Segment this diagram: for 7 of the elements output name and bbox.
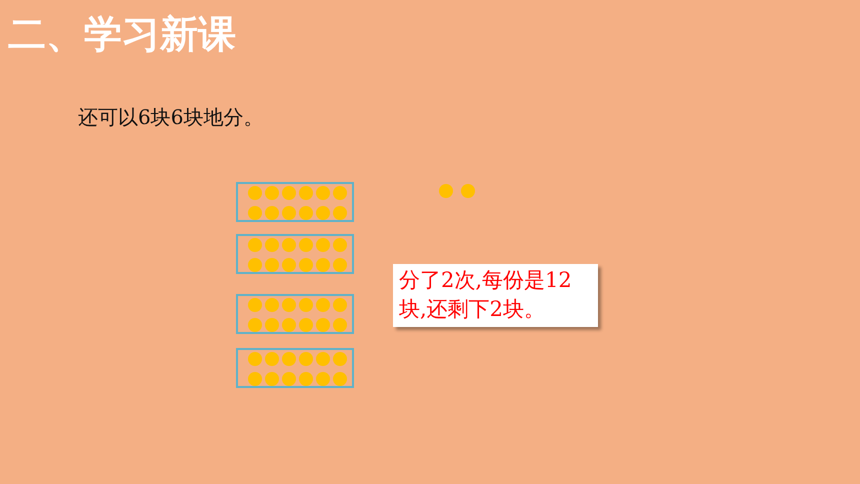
instruction-text: 还可以6块6块地分。 (78, 104, 264, 131)
note-box: 分了2次,每份是12块,还剩下2块。 (393, 264, 598, 327)
dot-frame (236, 348, 354, 388)
dot-frame (236, 294, 354, 334)
slide-title: 二、学习新课 (8, 14, 236, 56)
dot-frame (236, 182, 354, 222)
dot-frame (236, 234, 354, 274)
